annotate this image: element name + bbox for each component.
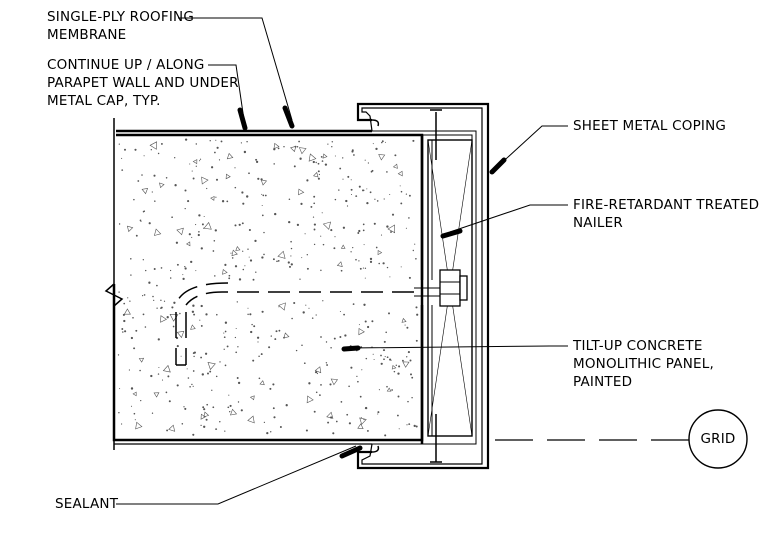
- concrete-aggregate-hatch: [117, 138, 419, 437]
- sheet-metal-coping: [356, 102, 490, 470]
- tiltup-concrete-panel: [112, 129, 424, 445]
- label-sheet-metal-coping: SHEET METAL COPING: [573, 118, 727, 134]
- label-roofing-membrane: SINGLE-PLY ROOFING MEMBRANE: [47, 9, 194, 43]
- leader-ticks: [237, 105, 507, 459]
- fastener-nails: [430, 109, 442, 463]
- grid-bubble: [688, 409, 748, 469]
- leader-lines: [116, 17, 568, 505]
- embedded-anchor-bar: [175, 282, 414, 366]
- label-tiltup-panel: TILT-UP CONCRETE MONOLITHIC PANEL, PAINT…: [573, 338, 714, 390]
- label-sealant: SEALANT: [55, 496, 119, 512]
- anchor-bolt-nut: [414, 269, 468, 307]
- label-parapet-continue: CONTINUE UP / ALONG PARAPET WALL AND UND…: [47, 57, 239, 109]
- grid-line: [495, 409, 748, 469]
- break-line: [104, 118, 124, 450]
- grid-bubble-label: GRID: [700, 431, 736, 447]
- label-nailer: FIRE-RETARDANT TREATED NAILER: [573, 197, 760, 231]
